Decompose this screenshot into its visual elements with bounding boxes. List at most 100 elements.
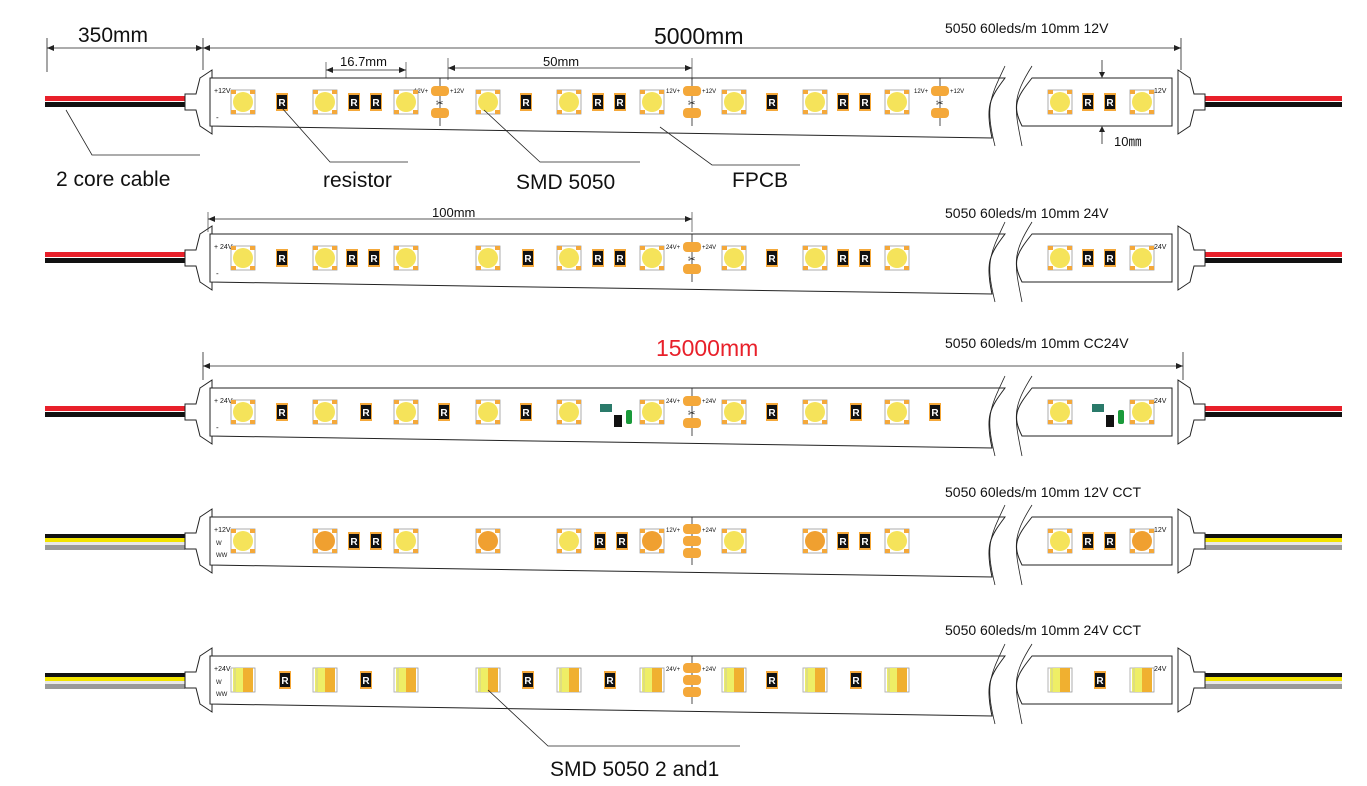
smd-5050-led — [1129, 667, 1155, 693]
resistor-chip — [614, 249, 626, 267]
end-cap-right — [1177, 69, 1206, 135]
break-line — [989, 65, 1006, 147]
scissors-icon: ✂ — [688, 98, 696, 108]
resistor-chip — [837, 93, 849, 111]
smd-5050-led-warm — [1129, 528, 1155, 554]
smd-5050-led — [884, 399, 910, 425]
smd-5050-led — [1129, 89, 1155, 115]
solder-pad — [683, 675, 701, 685]
width-label: 10㎜ — [1114, 134, 1141, 149]
cable-right — [1205, 96, 1342, 107]
resistor-chip — [1082, 249, 1094, 267]
resistor-chip — [368, 249, 380, 267]
smd-5050-led — [802, 245, 828, 271]
resistor-chip — [276, 249, 288, 267]
cut-point: 24V++24V — [666, 656, 716, 704]
resistor-chip — [614, 93, 626, 111]
arrow-right-icon — [685, 65, 692, 71]
smd-5050-led — [393, 667, 419, 693]
solder-pad — [683, 524, 701, 534]
minus-label: - — [216, 423, 219, 432]
smd-5050-led — [312, 667, 338, 693]
smd-5050-led-warm — [475, 528, 501, 554]
smd-5050-led — [721, 528, 747, 554]
strip-length-label: 5000mm — [654, 23, 743, 49]
smd-5050-led — [230, 399, 256, 425]
cable-right — [1205, 534, 1342, 550]
solder-pad — [683, 687, 701, 697]
resistor-callout: resistor — [323, 169, 392, 192]
resistor-chip — [1094, 671, 1106, 689]
smd-5050-led — [230, 667, 256, 693]
resistor-chip — [616, 532, 628, 550]
cable-left — [45, 252, 185, 263]
break-line — [1015, 504, 1033, 586]
solder-pad — [683, 86, 701, 96]
smd-5050-led-warm — [639, 528, 665, 554]
segment-100-label: 100mm — [432, 205, 475, 220]
resistor-chip — [1082, 532, 1094, 550]
resistor-chip — [360, 671, 372, 689]
cable-left — [45, 534, 185, 550]
strip-length-cc-label: 15000mm — [656, 335, 758, 361]
solder-pad — [431, 86, 449, 96]
resistor-chip — [370, 93, 382, 111]
constant-current-ic — [1092, 404, 1124, 427]
w-label: W — [216, 541, 222, 547]
end-cap-right — [1177, 225, 1206, 291]
resistor-chip — [859, 532, 871, 550]
resistor-chip — [360, 403, 372, 421]
resistor-chip — [766, 249, 778, 267]
smd-5050-led — [802, 399, 828, 425]
voltage-label-left: +24V — [214, 666, 231, 673]
strip-spec-title: 5050 60leds/m 10mm 24V CCT — [945, 622, 1142, 638]
smd-5050-led — [721, 667, 747, 693]
resistor-chip — [850, 403, 862, 421]
cut-voltage: 12V+ — [666, 528, 681, 534]
voltage-label-left: +12V — [214, 527, 231, 534]
ww-label: WW — [216, 553, 228, 559]
resistor-chip — [1104, 532, 1116, 550]
voltage-label-left: +12V — [214, 88, 231, 95]
leader-line — [483, 109, 640, 163]
arrow-right-icon — [1176, 363, 1183, 369]
resistor-chip — [276, 403, 288, 421]
leader-line — [487, 689, 740, 747]
resistor-chip — [929, 403, 941, 421]
smd-5050-led — [556, 667, 582, 693]
solder-pad — [683, 396, 701, 406]
led-pitch-dim — [326, 67, 406, 73]
cut-point: ✂12V++12V — [666, 78, 716, 126]
resistor-chip — [766, 93, 778, 111]
resistor-chip — [279, 671, 291, 689]
strip-spec-title: 5050 60leds/m 10mm CC24V — [945, 335, 1129, 351]
solder-pad — [683, 108, 701, 118]
strip-row-1: +12V-12V✂12V++12V✂12V++12V✂12V++12V5050 … — [45, 20, 1342, 147]
end-cap-left — [184, 225, 213, 291]
smd-5050-led — [639, 667, 665, 693]
resistor-chip — [370, 532, 382, 550]
end-cap-right — [1177, 647, 1206, 713]
resistor-chip — [522, 249, 534, 267]
smd-5050-led — [312, 399, 338, 425]
smd-5050-led — [475, 89, 501, 115]
smd-5050-led — [721, 89, 747, 115]
cut-voltage: +24V — [702, 399, 716, 405]
constant-current-ic — [600, 404, 632, 427]
resistor-chip — [604, 671, 616, 689]
cut-voltage: 24V+ — [666, 667, 681, 673]
solder-pad — [683, 663, 701, 673]
solder-pad — [683, 418, 701, 428]
cable-length-dim — [47, 45, 203, 51]
voltage-label-right: 12V — [1154, 527, 1167, 534]
cut-voltage: +12V — [950, 89, 964, 95]
break-line — [989, 504, 1006, 586]
smd-5050-led — [1129, 245, 1155, 271]
arrow-left-icon — [203, 363, 210, 369]
cut-point: ✂12V++12V — [414, 78, 464, 126]
arrow-right-icon — [196, 45, 203, 51]
smd-5050-led — [639, 89, 665, 115]
